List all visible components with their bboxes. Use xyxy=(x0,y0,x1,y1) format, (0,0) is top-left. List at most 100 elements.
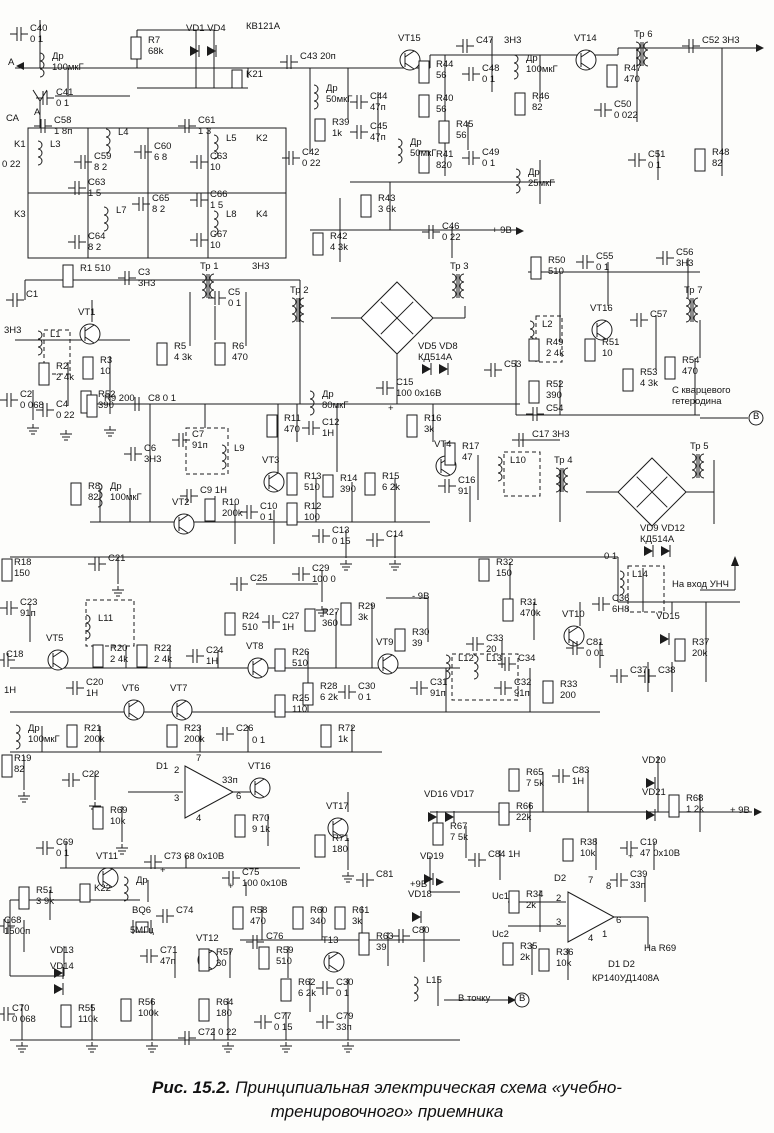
component-label: R17 47 xyxy=(462,441,480,463)
component-label: R64 180 xyxy=(216,997,234,1019)
component-label: R11 470 xyxy=(284,413,301,435)
component-label: C21 xyxy=(108,553,126,564)
component-label: C55 0 1 xyxy=(596,251,614,273)
component-label: Тр 4 xyxy=(554,455,573,466)
component-label: R10 200k xyxy=(222,497,243,519)
component-label: VT10 xyxy=(562,609,585,620)
component-label: C36 6Н8 xyxy=(612,593,630,615)
component-label: R47 470 xyxy=(624,63,642,85)
component-label: C80 xyxy=(412,925,430,936)
component-label: R50 510 xyxy=(548,255,566,277)
component-label: В точку xyxy=(458,993,491,1004)
component-label: R51 10 xyxy=(602,337,620,359)
component-label: C3 3Н3 xyxy=(138,267,156,289)
component-label: C58 1 8п xyxy=(54,115,73,137)
component-label: C63 10 xyxy=(210,151,228,173)
component-label: VT12 xyxy=(196,933,219,944)
component-label: Тр 6 xyxy=(634,29,653,40)
component-label: D1 D2 xyxy=(608,959,635,970)
component-label: R46 82 xyxy=(532,91,550,113)
component-label: R1 510 xyxy=(80,263,111,274)
component-label: VT5 xyxy=(46,633,64,644)
component-label: R54 470 xyxy=(682,355,700,377)
component-label: R53 4 3k xyxy=(640,367,658,389)
component-label: R32 150 xyxy=(496,557,514,579)
component-label: 8 xyxy=(606,881,612,892)
component-label: Др 50мкГ xyxy=(326,83,353,105)
component-label: R55 110k xyxy=(78,1003,98,1025)
component-label: C81 0 01 xyxy=(586,637,605,659)
component-label: L9 xyxy=(234,443,245,454)
component-label: C41 0 1 xyxy=(56,87,74,109)
component-label: C33 20 xyxy=(486,633,504,655)
component-label: Др 100мкГ xyxy=(52,51,84,73)
component-label: VT9 xyxy=(376,637,394,648)
component-label: T13 xyxy=(322,935,339,946)
component-label: 2 xyxy=(556,893,562,904)
component-label: VD15 xyxy=(656,611,680,622)
component-label: C83 1Н xyxy=(572,765,590,787)
component-label: Uc1 xyxy=(492,891,509,902)
component-label: C70 0 068 xyxy=(12,1003,36,1025)
component-label: R62 6 2k xyxy=(298,977,316,999)
component-label: C37 xyxy=(630,665,648,676)
component-label: VT11 xyxy=(96,851,119,862)
component-label: Тр 3 xyxy=(450,261,469,272)
component-label: C1 xyxy=(26,289,39,300)
component-label: L2 xyxy=(542,319,553,330)
component-label: R31 470k xyxy=(520,597,541,619)
component-label: 0 22 xyxy=(2,159,21,170)
component-label: R69 10k xyxy=(110,805,128,827)
component-label: 6 xyxy=(236,791,242,802)
component-label: R52 390 xyxy=(98,389,116,411)
component-label: C31 91п xyxy=(430,677,448,699)
component-label: R60 340 xyxy=(310,905,328,927)
component-label: + 9В xyxy=(730,805,750,816)
component-label: C84 1Н xyxy=(488,849,521,860)
caption-text-1: Принципиальная электрическая схема «учеб… xyxy=(235,1078,622,1097)
component-label: C57 xyxy=(650,309,668,320)
component-label: C15 100 0х16В xyxy=(396,377,442,399)
component-label: - 9В xyxy=(412,591,430,602)
component-label: VT1 xyxy=(78,307,96,318)
component-label: C60 6 8 xyxy=(154,141,172,163)
component-label: R70 9 1k xyxy=(252,813,270,835)
component-label: R71 180 xyxy=(332,833,350,855)
component-label: 0 1 xyxy=(604,551,618,562)
component-label: R26 510 xyxy=(292,647,310,669)
component-label: K21 xyxy=(246,69,263,80)
component-label: КВ121А xyxy=(246,21,281,32)
component-label: C46 0 22 xyxy=(442,221,461,243)
component-label: C49 0 1 xyxy=(482,147,500,169)
component-label: C59 8 2 xyxy=(94,151,112,173)
component-label: C23 91п xyxy=(20,597,38,619)
component-label: C24 1Н xyxy=(206,645,224,667)
component-label: Др 80мкГ xyxy=(322,389,349,411)
component-label: VT7 xyxy=(170,683,188,694)
component-label: VD14 xyxy=(50,961,74,972)
component-label: C44 47п xyxy=(370,91,388,113)
component-label: C19 47 0х10В xyxy=(640,837,681,859)
component-label: L12 xyxy=(458,653,474,664)
component-label: BQ6 xyxy=(132,905,152,916)
component-label: 4 xyxy=(588,933,594,944)
component-label: C38 xyxy=(658,665,676,676)
component-label: L15 xyxy=(426,975,442,986)
component-label: VD20 xyxy=(642,755,666,766)
component-label: C77 0 15 xyxy=(274,1011,293,1033)
component-label: R30 39 xyxy=(412,627,430,649)
component-label: R16 3k xyxy=(424,413,442,435)
component-label: R22 2 4k xyxy=(154,643,172,665)
component-label: C22 xyxy=(82,769,100,780)
component-label: C5 0 1 xyxy=(228,287,242,309)
component-label: C66 1 5 xyxy=(210,189,228,211)
component-label: VD13 xyxy=(50,945,74,956)
component-label: R33 200 xyxy=(560,679,578,701)
component-label: R48 82 xyxy=(712,147,730,169)
component-label: R15 6 2k xyxy=(382,471,400,493)
component-label: R49 2 4k xyxy=(546,337,564,359)
component-label: C27 1Н xyxy=(282,611,300,633)
component-label: C65 8 2 xyxy=(152,193,170,215)
component-label: Др 100мкГ xyxy=(28,723,60,745)
component-label: R27 360 xyxy=(322,607,340,629)
